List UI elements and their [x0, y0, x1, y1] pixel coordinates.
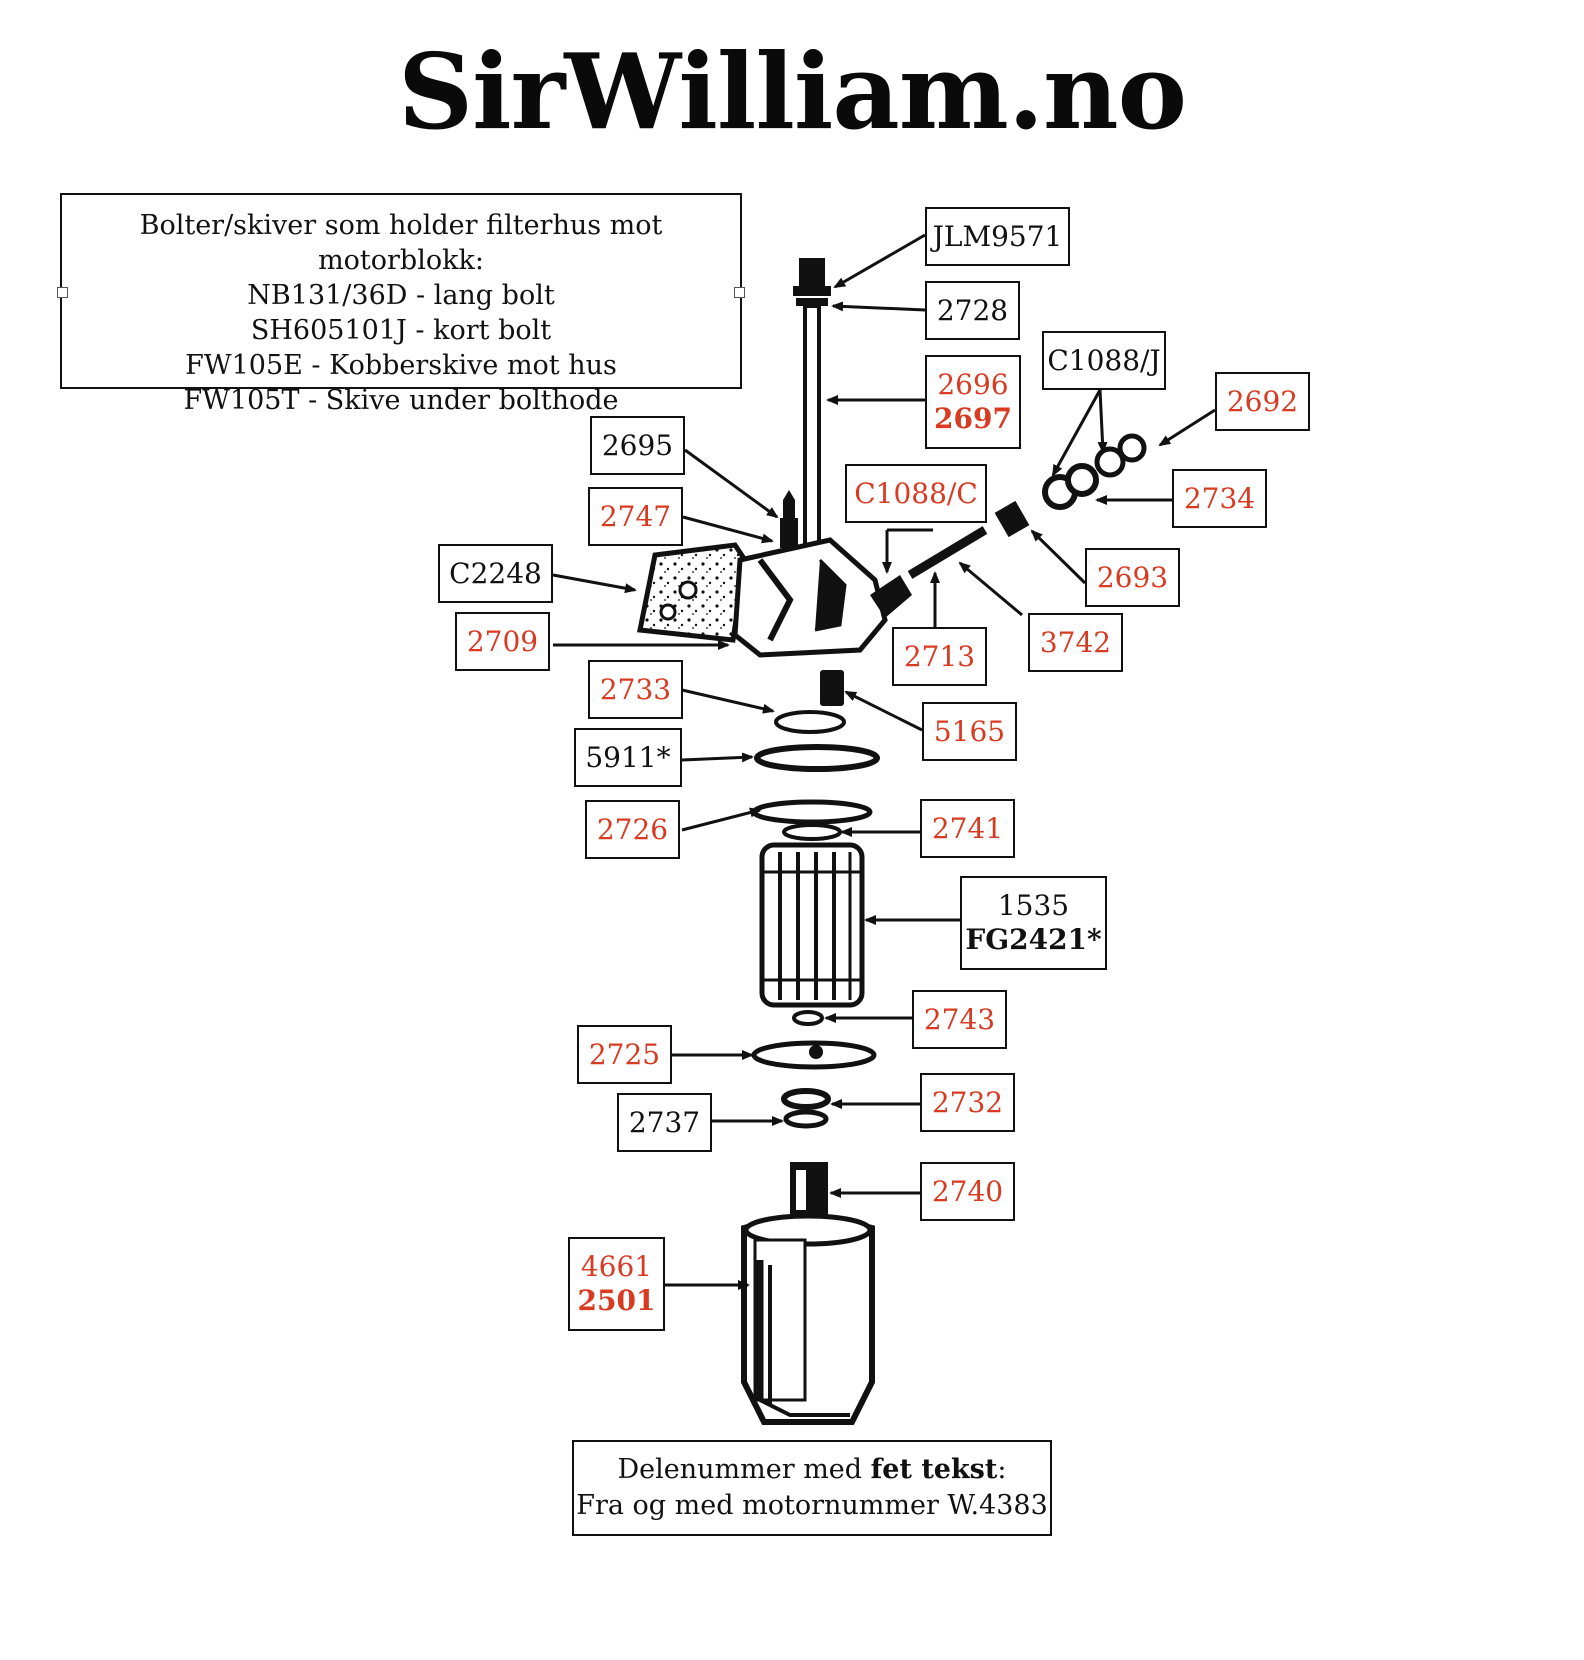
label-2709: 2709: [455, 612, 550, 671]
label-2741: 2741: [920, 799, 1015, 858]
label-2725: 2725: [577, 1025, 672, 1084]
label-2713: 2713: [892, 627, 987, 686]
label-2734: 2734: [1172, 469, 1267, 528]
resize-handle-left[interactable]: [57, 287, 68, 298]
info-line: FW105T - Skive under bolthode: [183, 385, 619, 416]
washer-part: [774, 710, 846, 734]
note-line-1: Delenummer med fet tekst:: [617, 1454, 1007, 1485]
label-c2248: C2248: [438, 544, 553, 603]
filter-bowl-part: [741, 1162, 875, 1425]
info-line: NB131/36D - lang bolt: [247, 280, 555, 311]
label-2728: 2728: [925, 281, 1020, 340]
label-c1088c: C1088/C: [845, 464, 987, 523]
label-2693: 2693: [1085, 548, 1180, 607]
info-line: Bolter/skiver som holder filterhus mot m…: [139, 210, 663, 276]
label-3742: 3742: [1028, 613, 1123, 672]
label-c1088j: C1088/J: [1042, 331, 1166, 390]
label-2740: 2740: [920, 1162, 1015, 1221]
label-2743: 2743: [912, 990, 1007, 1049]
bolt-part: [793, 258, 831, 548]
label-2747: 2747: [588, 487, 683, 546]
label-jlm9571: JLM9571: [925, 207, 1070, 266]
resize-handle-right[interactable]: [734, 287, 745, 298]
seal-part: [754, 744, 880, 772]
info-line: SH605101J - kort bolt: [250, 315, 552, 346]
side-fitting-part: [907, 433, 1147, 579]
bolt-info-box: Bolter/skiver som holder filterhus mot m…: [57, 193, 745, 416]
note-line-2: Fra og med motornummer W.4383: [576, 1490, 1048, 1521]
spring-part: [781, 1088, 831, 1110]
info-line: FW105E - Kobberskive mot hus: [185, 350, 617, 381]
small-ring-part: [782, 823, 842, 841]
seal-ring-part: [751, 799, 873, 825]
label-2726: 2726: [585, 800, 680, 859]
label-2692: 2692: [1215, 372, 1310, 431]
bold-text-note-box: Delenummer med fet tekst: Fra og med mot…: [572, 1440, 1052, 1536]
leader-arrows: [552, 233, 1216, 1290]
clip-part: [792, 1010, 824, 1026]
note-bold-term: fet tekst: [870, 1454, 998, 1485]
filter-head-part: [637, 490, 912, 658]
label-2737: 2737: [617, 1093, 712, 1152]
filter-element-part: [759, 842, 865, 1008]
label-2733: 2733: [588, 660, 683, 719]
label-2695: 2695: [590, 416, 685, 475]
label-2732: 2732: [920, 1073, 1015, 1132]
label-5911: 5911*: [574, 728, 682, 787]
logo: SirWilliam.no: [397, 30, 1187, 153]
plug-part: [820, 670, 844, 706]
label-5165: 5165: [922, 702, 1017, 761]
